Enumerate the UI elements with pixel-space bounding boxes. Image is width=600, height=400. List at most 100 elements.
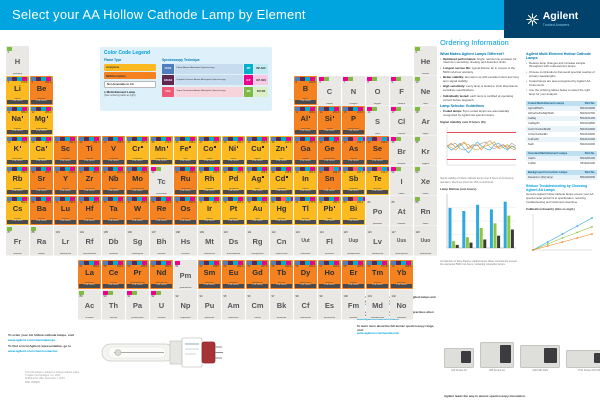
icp-chip-icon: [238, 137, 243, 141]
brand-name: Agilent: [542, 10, 579, 23]
different-bullets: Optimized performance: bright, narrow li…: [440, 57, 520, 103]
atomic-number: 18: [415, 111, 419, 114]
multi-element-dot: [236, 146, 239, 148]
faas-chip-icon: [31, 107, 36, 111]
element-name: yttrium: [62, 187, 69, 190]
icp-chip-icon: [151, 291, 156, 295]
element-symbol: Uup: [348, 238, 359, 245]
gfaas-chip-icon: [12, 107, 17, 111]
faas-chip-icon: [79, 197, 84, 201]
part-number-bar: P/N 5610: [7, 130, 28, 134]
element-symbol: Uus: [396, 238, 407, 245]
faas-chip-icon: [199, 167, 204, 171]
mp-chip-icon: [89, 197, 94, 201]
icp-chip-icon: [46, 137, 51, 141]
part-number-bar: P/N 5610: [295, 130, 316, 134]
faas-chip-icon: [79, 167, 84, 171]
element-name: plutonium: [204, 316, 215, 319]
element-name: manganese: [155, 157, 168, 160]
gfaas-chip-icon: [84, 137, 89, 141]
mp-chip-icon: [113, 137, 118, 141]
mp-chip-icon: [41, 167, 46, 171]
technique-chips: [391, 137, 412, 141]
ms-chip-icon: [267, 197, 269, 201]
element-name: iron: [183, 157, 188, 160]
element-name: nobelium: [397, 316, 406, 319]
icp-chip-icon: [358, 107, 363, 111]
element-symbol: La: [85, 268, 94, 278]
atomic-number: 24: [127, 141, 131, 144]
faas-chip-icon: [127, 197, 132, 201]
icp-chip-icon: [214, 137, 219, 141]
atomic-number: 37: [7, 171, 11, 174]
element-name: tin: [328, 187, 331, 190]
element-symbol: I: [400, 176, 403, 186]
atomic-number: 21: [55, 141, 59, 144]
order-link[interactable]: www.agilent.com/chem/aalamps: [8, 337, 56, 342]
ms-chip-icon: [415, 107, 420, 111]
gfaas-chip-icon: [12, 167, 17, 171]
mp-chip-icon: [334, 167, 339, 171]
mp-chip-icon: [185, 197, 190, 201]
atomic-number: 4: [31, 81, 33, 84]
icp-chip-icon: [46, 167, 51, 171]
atomic-number: 3: [7, 81, 9, 84]
technique-chips: [175, 197, 197, 201]
brand-tagline: Trusted Answers: [542, 22, 570, 27]
primary-wavelength: 276.8: [309, 201, 316, 204]
element-symbol: Db: [108, 236, 119, 246]
atomic-number: 7: [343, 81, 345, 84]
stability-chart-title: Signal stability over 8 hours (%): [440, 120, 486, 125]
element-symbol: F: [399, 86, 404, 96]
technique-chips: [79, 137, 101, 141]
element-symbol: In: [302, 174, 309, 184]
lifetime-chart-caption: Comparison of lamp lifetime: Agilent lam…: [440, 259, 517, 266]
element-symbol: He: [420, 56, 431, 66]
icp-chip-icon: [358, 261, 363, 265]
ms-chip-icon: [75, 137, 77, 141]
promo-link[interactable]: www.agilent.com/chem/atomic: [357, 331, 399, 336]
atomic-number: 9: [391, 81, 393, 84]
faas-chip-icon: [367, 261, 372, 265]
smallprint-line: Published in USA, December 1, 2013: [25, 377, 65, 381]
rep-link[interactable]: www.agilent.com/chem/contactus: [8, 349, 58, 354]
part-number-bar: P/N 5610: [319, 220, 340, 224]
element-symbol: Uuo: [420, 238, 431, 245]
technique-desc-2: ICP-MS: [254, 86, 268, 97]
atomic-number: 116: [367, 231, 372, 234]
lamp-part-number: 5610101200: [580, 117, 595, 121]
icp-chip-icon: [214, 197, 219, 201]
part-number-bar: P/N 5610: [79, 160, 100, 164]
flame-type-heading: Flame Type: [104, 58, 122, 62]
part-number-bar: P/N 5610: [343, 190, 364, 194]
mp-chip-icon: [137, 197, 142, 201]
gfaas-chip-icon: [180, 137, 185, 141]
faas-chip-icon: [31, 137, 36, 141]
part-number-bar: P/N 5610: [319, 160, 340, 164]
gfaas-chip-icon: [300, 77, 305, 81]
technique-chips: [31, 77, 53, 81]
faas-chip-icon: [151, 137, 156, 141]
part-number-bar: P/N 5610: [151, 160, 172, 164]
atomic-number: 15: [343, 111, 347, 114]
bullet-item: Reduce lamp changes and increase sample …: [526, 61, 597, 70]
